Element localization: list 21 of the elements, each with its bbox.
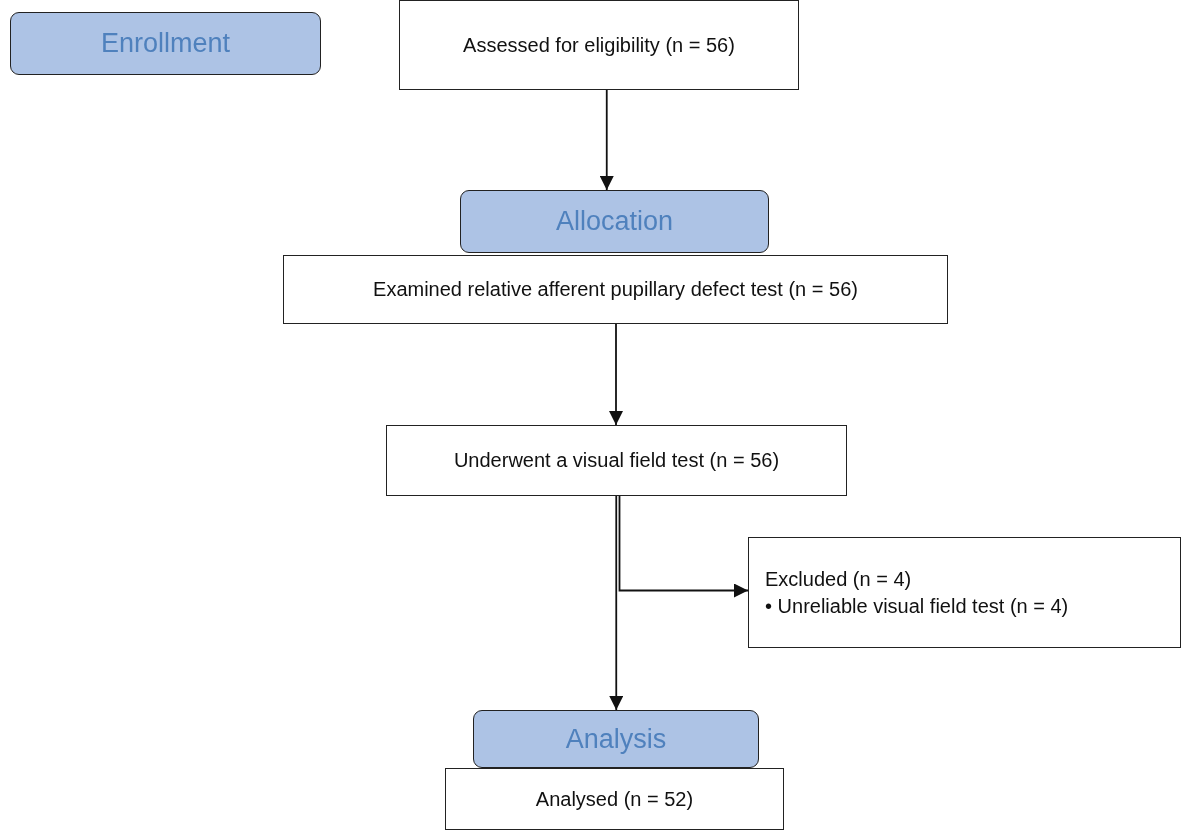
box-text: Underwent a visual field test (n = 56) [453, 448, 780, 473]
box-text: Assessed for eligibility (n = 56) [463, 32, 735, 58]
box-text: • Unreliable visual field test (n = 4) [765, 593, 1069, 619]
arrow [618, 495, 749, 598]
stage-header [10, 12, 321, 75]
stage-header [460, 190, 769, 253]
process-box [445, 768, 784, 830]
process-box [399, 0, 799, 90]
box-text: Analysed (n = 52) [535, 786, 694, 812]
process-box [386, 425, 847, 496]
box-text: Examined relative afferent pupillary defect test (n = 56) [373, 277, 858, 302]
box-text: Excluded (n = 4) [765, 566, 912, 592]
arrow [599, 89, 614, 191]
arrow [609, 323, 623, 426]
stage-header [473, 710, 759, 768]
exclusion-box [748, 537, 1181, 648]
arrow [609, 495, 624, 711]
stage-label: Enrollment [100, 27, 231, 61]
stage-label: Allocation [555, 205, 674, 239]
stage-label: Analysis [565, 722, 667, 756]
process-box [283, 255, 948, 324]
